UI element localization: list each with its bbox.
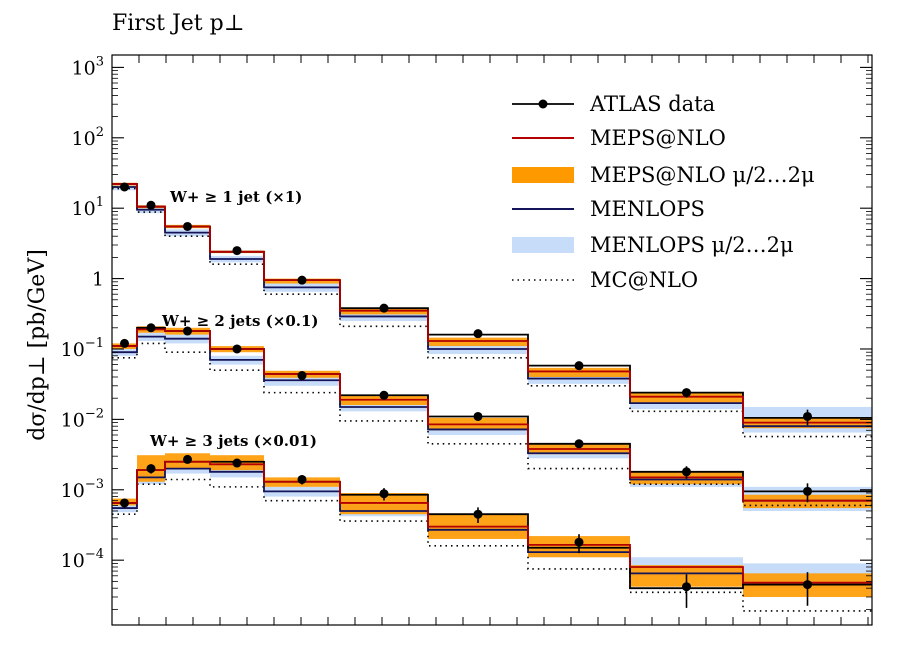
plot-border [111, 54, 873, 626]
group-label: W+ ≥ 3 jets (×0.01) [149, 432, 317, 450]
data-point [473, 411, 483, 421]
chart-title: First Jet p⊥ [112, 11, 244, 36]
group-label: W+ ≥ 1 jet (×1) [169, 188, 302, 206]
y-tick-label: 10−4 [61, 547, 104, 572]
legend-label: MEPS@NLO [590, 126, 726, 150]
data-point [574, 537, 584, 547]
meps-line [112, 460, 872, 584]
y-axis-ticks: 103 102 101 1 10−1 10−2 10−3 10−4 [61, 54, 872, 610]
y-tick-label: 1 [92, 269, 104, 291]
data-point [146, 200, 156, 210]
data-point [682, 467, 691, 477]
black-prediction-line [112, 183, 872, 419]
group-label: W+ ≥ 2 jets (×0.1) [161, 312, 319, 330]
y-tick-label: 10−3 [61, 477, 104, 502]
data-point [574, 361, 584, 371]
data-points [120, 182, 812, 608]
legend-label: ATLAS data [589, 92, 715, 116]
data-point [183, 326, 192, 336]
menlops-band-bin [630, 399, 743, 410]
menlops-line [112, 186, 872, 428]
legend-swatch-data-point [538, 99, 548, 109]
meps-line [112, 183, 872, 424]
data-point [473, 509, 483, 519]
data-point [379, 303, 389, 313]
data-point [379, 489, 389, 499]
meps-line [112, 328, 872, 502]
data-point [379, 390, 389, 400]
y-tick-label: 102 [72, 125, 104, 150]
legend-label: MC@NLO [590, 268, 698, 292]
y-tick-label: 10−1 [61, 336, 104, 361]
y-tick-label: 10−2 [61, 406, 104, 431]
data-point [803, 486, 812, 496]
data-point [120, 338, 129, 348]
y-axis-label: dσ/dp⊥ [pb/GeV] [25, 249, 50, 441]
data-point [297, 474, 307, 484]
data-point [473, 329, 483, 339]
histogram-lines [112, 183, 872, 612]
mcnlo-line [112, 478, 872, 612]
data-point [297, 275, 307, 285]
plot-frame [111, 54, 873, 626]
data-point [803, 580, 812, 590]
legend-swatch-meps-band [512, 167, 574, 183]
legend-label: MENLOPS [590, 197, 705, 221]
meps-band-bin [528, 367, 630, 377]
y-tick-label: 101 [72, 195, 104, 220]
data-point [297, 371, 307, 381]
data-point [682, 388, 691, 398]
data-point [146, 323, 156, 333]
group-labels: W+ ≥ 1 jet (×1) W+ ≥ 2 jets (×0.1) W+ ≥ 3 … [149, 188, 319, 450]
data-point [574, 439, 584, 449]
legend-label: MENLOPS μ/2…2μ [590, 233, 794, 257]
data-point [120, 182, 129, 192]
data-point [120, 498, 129, 508]
legend-swatch-menlops-band [512, 237, 574, 253]
data-point [146, 464, 156, 474]
legend-label: MEPS@NLO μ/2…2μ [590, 163, 815, 187]
data-point [682, 582, 691, 592]
data-point [183, 454, 192, 464]
data-point [183, 221, 192, 231]
meps-band-bin [630, 392, 743, 404]
data-point [232, 344, 242, 354]
data-point [803, 411, 812, 421]
data-point [232, 458, 242, 468]
y-tick-label: 103 [72, 54, 104, 79]
data-point [232, 246, 242, 256]
